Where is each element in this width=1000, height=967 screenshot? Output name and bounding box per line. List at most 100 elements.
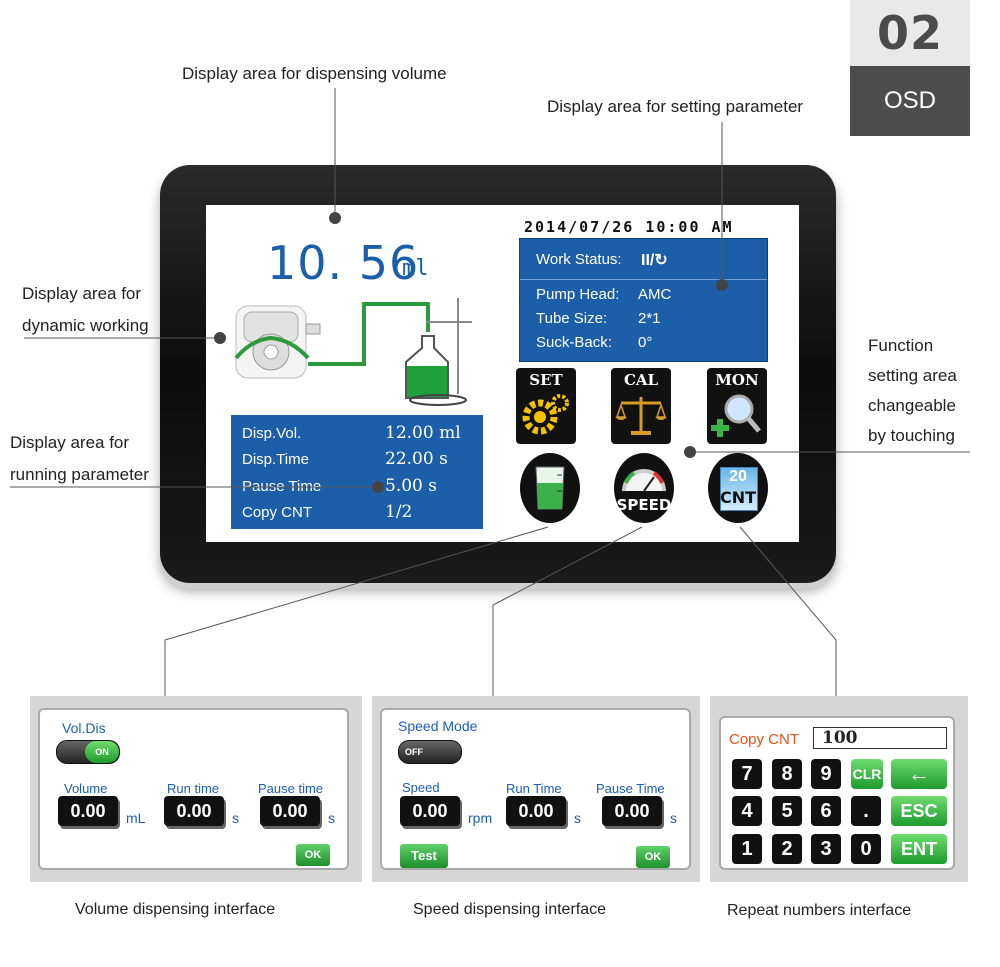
key-1[interactable]: 1	[732, 834, 762, 864]
section-label-badge: OSD	[850, 66, 970, 136]
repeat-count-button[interactable]: 20 CNT	[708, 453, 768, 523]
annotation-dynamic-line1: Display area for	[22, 284, 142, 303]
speed-unit: rpm	[468, 810, 493, 826]
run-time-unit: s	[232, 810, 239, 826]
volume-mode-button[interactable]	[520, 453, 580, 523]
run-time-label: Run time	[167, 781, 220, 796]
volume-dispensing-panel: Vol.Dis ON Volume 0.00 mL Run time 0.00 …	[30, 696, 362, 882]
speed-mode-toggle-label: OFF	[405, 747, 423, 757]
key-4[interactable]: 4	[732, 796, 762, 826]
test-button[interactable]: Test	[400, 844, 448, 868]
setting-parameter-panel: Work Status: II/↻ Pump Head: AMC Tube Si…	[519, 238, 768, 362]
repeat-interface-caption: Repeat numbers interface	[727, 902, 912, 919]
annotation-dynamic-line2: dynamic working	[22, 316, 149, 335]
speed-label: Speed	[402, 780, 440, 795]
ent-button[interactable]: ENT	[891, 834, 947, 864]
volume-interface-caption: Volume dispensing interface	[75, 901, 276, 918]
annotation-function-line3: changeable	[868, 396, 956, 415]
disp-vol-label: Disp.Vol.	[242, 425, 302, 442]
running-parameter-panel: Disp.Vol. 12.00 ml Disp.Time 22.00 s Pau…	[231, 415, 483, 529]
annotation-running-line2: running parameter	[10, 465, 149, 484]
key-7[interactable]: 7	[732, 759, 762, 789]
pump-animation-illustration	[234, 298, 472, 406]
key-dot[interactable]: .	[851, 796, 881, 826]
repeat-numbers-panel: Copy CNT 100 7 8 9 CLR ← 4 5 6 . ESC 1 2…	[710, 696, 968, 882]
annotation-function-line4: by touching	[868, 426, 955, 445]
esc-button[interactable]: ESC	[891, 796, 947, 826]
magnifier-plus-icon	[711, 394, 761, 437]
speed-pause-time-field[interactable]: 0.00	[602, 796, 662, 826]
vol-dis-toggle[interactable]: ON	[56, 740, 120, 764]
speed-mode-toggle[interactable]: OFF	[398, 740, 462, 764]
copy-cnt-input[interactable]: 100	[813, 727, 947, 749]
speed-field[interactable]: 0.00	[400, 796, 460, 826]
dispensing-volume-unit: ml	[402, 256, 429, 281]
speedometer-icon	[622, 469, 666, 492]
cal-button[interactable]: CAL	[611, 368, 671, 444]
tube-size-label: Tube Size:	[536, 310, 608, 327]
pause-time-field[interactable]: 0.00	[260, 796, 320, 826]
repeat-count-label: CNT	[720, 488, 757, 507]
key-0[interactable]: 0	[851, 834, 881, 864]
copy-cnt-label: Copy CNT	[729, 731, 800, 748]
suck-back-value: 0°	[638, 334, 653, 351]
disp-vol-value: 12.00 ml	[385, 423, 461, 443]
backspace-arrow-icon[interactable]: ←	[891, 759, 947, 789]
annotation-running-line1: Display area for	[10, 433, 130, 452]
run-time-field[interactable]: 0.00	[164, 796, 224, 826]
beaker-icon	[535, 466, 565, 510]
pause-time-unit: s	[328, 810, 335, 826]
key-8[interactable]: 8	[772, 759, 802, 789]
cal-button-label: CAL	[623, 371, 659, 389]
annotation-function-line1: Function	[868, 336, 934, 355]
volume-unit: mL	[126, 810, 146, 826]
volume-label: Volume	[64, 781, 108, 796]
annotation-dispensing-volume: Display area for dispensing volume	[182, 64, 447, 83]
set-button-label: SET	[529, 371, 563, 389]
vol-dis-title: Vol.Dis	[62, 720, 106, 736]
mon-button[interactable]: MON	[707, 368, 767, 444]
pause-time-label: Pause time	[258, 781, 324, 796]
ok-button[interactable]: OK	[296, 844, 330, 866]
speed-interface-caption: Speed dispensing interface	[413, 901, 607, 918]
disp-time-value: 22.00 s	[385, 449, 448, 469]
section-number-badge: 02	[850, 0, 970, 66]
speed-mode-button[interactable]: SPEED	[614, 453, 674, 523]
disp-time-label: Disp.Time	[242, 451, 309, 468]
pause-time-value: 5.00 s	[385, 476, 437, 496]
pump-head-value: AMC	[638, 286, 672, 303]
key-3[interactable]: 3	[811, 834, 841, 864]
mon-button-label: MON	[715, 371, 759, 389]
speed-ok-button[interactable]: OK	[636, 846, 670, 868]
calendar-icon	[720, 467, 758, 511]
speed-run-time-unit: s	[574, 810, 581, 826]
speed-pause-time-unit: s	[670, 810, 677, 826]
repeat-count-number: 20	[729, 468, 747, 485]
work-status-label: Work Status:	[536, 251, 622, 268]
speed-dispensing-panel: Speed Mode OFF Speed 0.00 rpm Run Time 0…	[372, 696, 700, 882]
speed-mode-title: Speed Mode	[398, 718, 478, 734]
key-2[interactable]: 2	[772, 834, 802, 864]
annotation-function-line2: setting area	[868, 366, 957, 385]
speed-run-time-label: Run Time	[506, 781, 562, 796]
balance-scale-icon	[615, 397, 667, 435]
tube-size-value: 2*1	[638, 310, 661, 327]
key-5[interactable]: 5	[772, 796, 802, 826]
set-button[interactable]: SET	[516, 368, 576, 444]
status-divider	[520, 279, 767, 280]
key-9[interactable]: 9	[811, 759, 841, 789]
work-status-value: II/↻	[641, 252, 668, 269]
clr-button[interactable]: CLR	[851, 759, 883, 789]
copy-cnt-value: 1/2	[385, 502, 413, 522]
speed-pause-time-label: Pause Time	[596, 781, 665, 796]
speed-run-time-field[interactable]: 0.00	[506, 796, 566, 826]
speed-button-label: SPEED	[616, 496, 672, 514]
key-6[interactable]: 6	[811, 796, 841, 826]
gear-icon	[522, 394, 569, 435]
vol-dis-toggle-label: ON	[85, 741, 119, 763]
volume-field[interactable]: 0.00	[58, 796, 118, 826]
dispensing-volume-value: 10. 56	[267, 236, 420, 290]
suck-back-label: Suck-Back:	[536, 334, 612, 351]
annotation-setting-parameter: Display area for setting parameter	[547, 97, 804, 116]
